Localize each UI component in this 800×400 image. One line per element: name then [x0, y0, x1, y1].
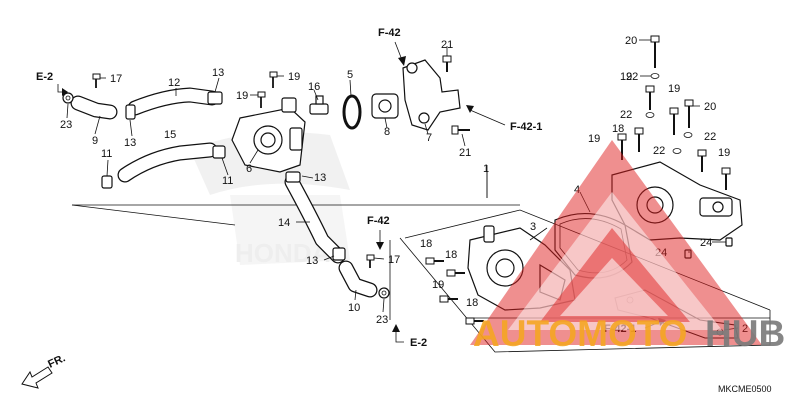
hose-14 [284, 174, 346, 264]
leader-lines [66, 39, 739, 331]
part-label: 13 [212, 67, 224, 79]
ref-e2-bottom: E-2 [410, 337, 427, 349]
part-label: 11 [101, 148, 112, 160]
part-label: 10 [348, 302, 360, 314]
part-label: 19 [288, 71, 300, 83]
part-label: 22 [653, 145, 665, 157]
temperature-sensor [309, 95, 329, 115]
part-label: 24 [700, 237, 712, 249]
part-label: 20 [704, 101, 716, 113]
o-ring-5 [342, 94, 362, 130]
part-label: 19 [432, 279, 444, 291]
part-label: 21 [441, 39, 453, 51]
part-label: 18 [612, 123, 624, 135]
part-label: 22 [704, 131, 716, 143]
hose-12 [127, 87, 220, 116]
part-label: 16 [308, 81, 320, 93]
front-label: FR. [46, 352, 67, 370]
part-label: 21 [459, 147, 471, 159]
diagram-code: MKCME0500 [718, 384, 772, 394]
ref-f42-top: F-42 [378, 27, 401, 39]
thermostat [371, 93, 399, 119]
ref-e2-top: E-2 [36, 71, 53, 83]
pipe-9 [70, 95, 118, 120]
watermark-logo: AUTOMOTO HUB [470, 140, 785, 354]
part-label: 13 [124, 137, 136, 149]
ref-f42-mid: F-42 [367, 215, 390, 227]
watermark-text-grey: HUB [705, 313, 785, 354]
part-label: 22 [626, 71, 638, 83]
thermostat-cover [402, 59, 461, 131]
part-label: 13 [314, 172, 326, 184]
part-label: 8 [384, 126, 390, 138]
part-label: 22 [620, 109, 632, 121]
part-label: 6 [246, 163, 252, 175]
part-label: 15 [164, 129, 176, 141]
hose-clamps [101, 91, 346, 261]
pipe-10 [338, 260, 378, 298]
part-label: 3 [530, 221, 536, 233]
part-label: 14 [278, 217, 290, 229]
part-label: 23 [376, 314, 388, 326]
part-label: 7 [426, 132, 432, 144]
part-label: 19 [236, 90, 248, 102]
part-label: 9 [92, 135, 98, 147]
front-indicator: FR. [21, 352, 67, 389]
o-rings [62, 92, 390, 299]
ref-f421-top: F-42-1 [510, 121, 542, 133]
part-label: 19 [620, 71, 632, 83]
part-label: 19 [718, 147, 730, 159]
hose-15 [117, 142, 218, 183]
part-label: 23 [60, 119, 72, 131]
part-label: 4 [574, 184, 580, 196]
part-label: 19 [588, 133, 600, 145]
part-label: 5 [347, 69, 353, 81]
svg-text:HONDA: HONDA [235, 238, 331, 268]
part-label: 18 [420, 238, 432, 250]
thermostat-housing [231, 97, 306, 173]
part-label: 11 [222, 175, 233, 187]
part-label: 17 [110, 73, 122, 85]
part-label: 17 [388, 254, 400, 266]
watermark-text-orange: AUTOMOTO [473, 313, 687, 354]
part-label: 20 [625, 35, 637, 47]
part-label: 19 [668, 83, 680, 95]
part-label: 1 [483, 163, 489, 175]
part-label: 12 [168, 77, 180, 89]
part-label: 13 [306, 255, 318, 267]
part-label: 18 [466, 297, 478, 309]
bolts [92, 35, 731, 325]
part-label: 18 [445, 249, 457, 261]
